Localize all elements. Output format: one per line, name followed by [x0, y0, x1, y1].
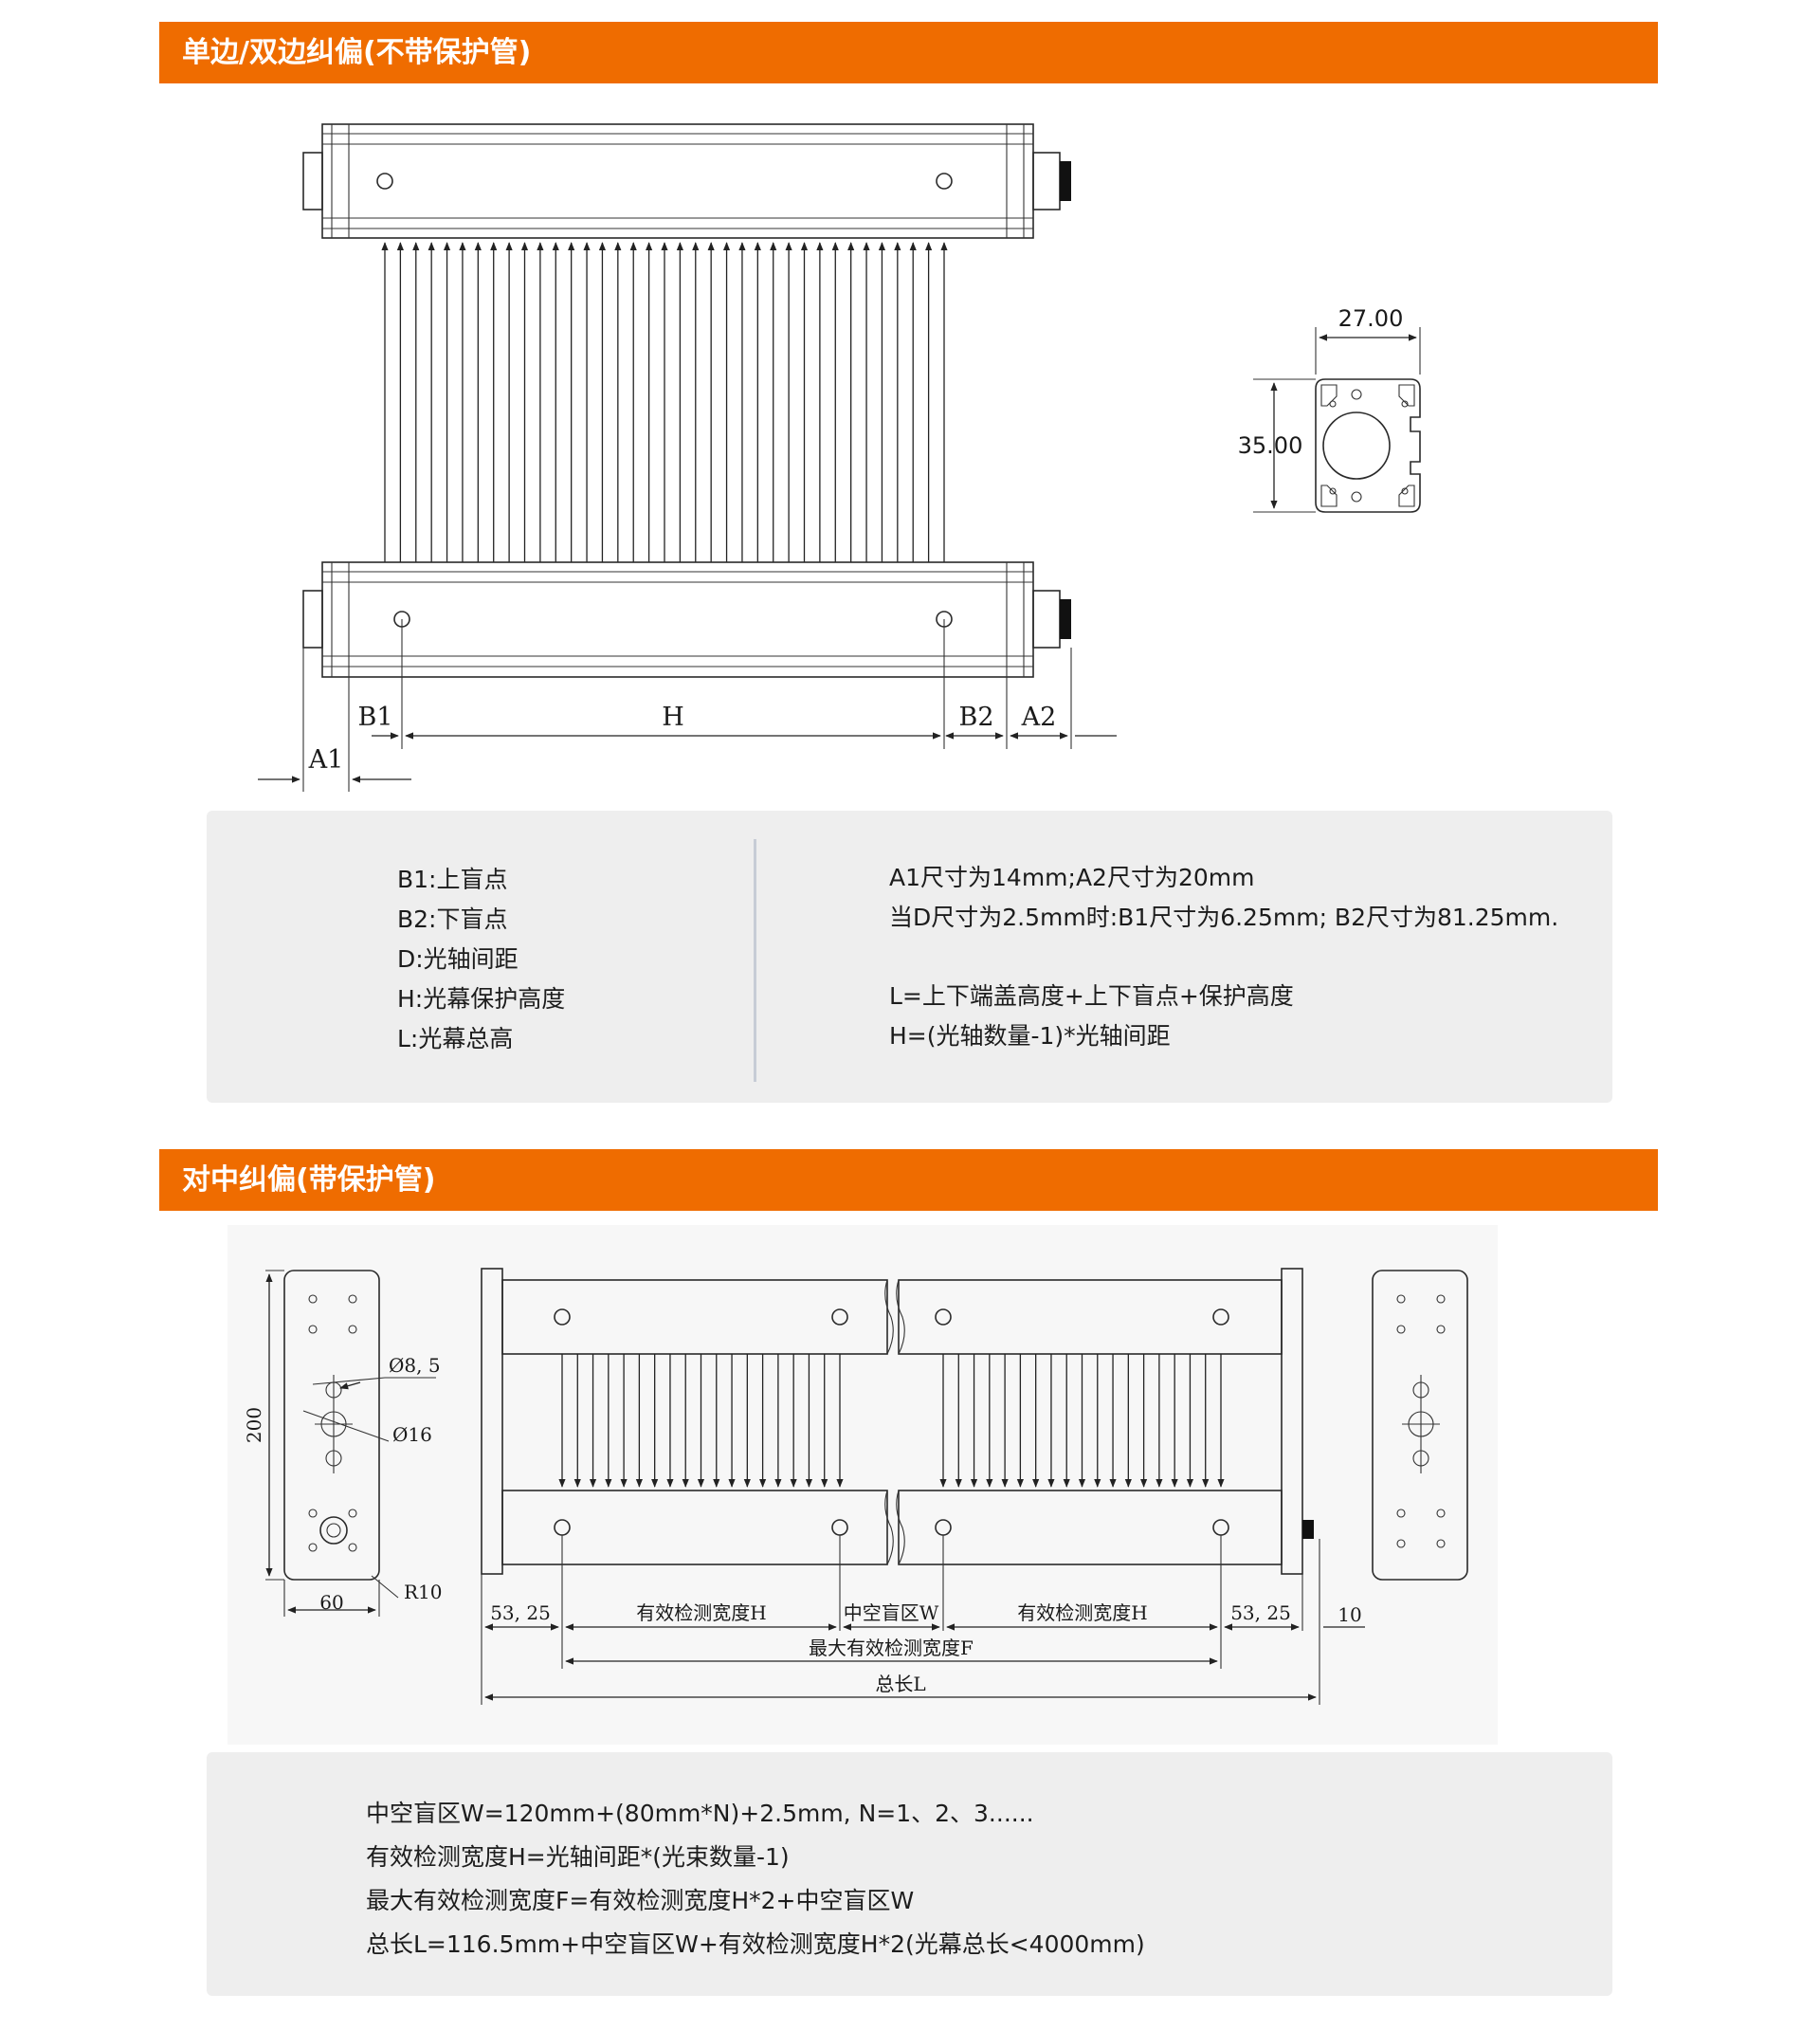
- right-offset-label: 53, 25: [1230, 1601, 1291, 1624]
- effective-width-right-label: 有效检测宽度H: [1017, 1601, 1147, 1624]
- plate-width-label: 60: [319, 1591, 343, 1614]
- left-end-plate: [265, 1270, 436, 1617]
- label-b2: B2: [958, 703, 993, 732]
- light-beams-center: [558, 1354, 1225, 1488]
- single-double-edge-diagram: B1 H B2 A2 A1 27.00 35.00: [258, 123, 1421, 792]
- profile-cross-section: [1253, 327, 1421, 513]
- section2-title: 对中纠偏(带保护管): [182, 1163, 436, 1197]
- left-offset-label: 53, 25: [490, 1601, 551, 1624]
- label-b1: B1: [357, 703, 392, 732]
- note-b1-b2: 当D尺寸为2.5mm时:B1尺寸为6.25mm; B2尺寸为81.25mm.: [889, 904, 1559, 931]
- profile-height-label: 35.00: [1238, 432, 1303, 459]
- total-length-label: 总长L: [875, 1673, 925, 1695]
- dimension-lines: [258, 619, 1117, 792]
- formula-h2: 有效检测宽度H=光轴间距*(光束数量-1): [366, 1843, 790, 1871]
- legend-d: D:光轴间距: [397, 945, 519, 973]
- profile-width-label: 27.00: [1338, 305, 1404, 332]
- section1-title: 单边/双边纠偏(不带保护管): [182, 36, 532, 69]
- dia-large-label: Ø16: [392, 1423, 432, 1446]
- formula-l: L=上下端盖高度+上下盲点+保护高度: [889, 982, 1294, 1010]
- top-light-bar: [302, 123, 1071, 239]
- dia-small-label: Ø8, 5: [389, 1354, 441, 1377]
- section2-info-panel: 中空盲区W=120mm+(80mm*N)+2.5mm, N=1、2、3.....…: [207, 1752, 1612, 1996]
- formula-h: H=(光轴数量-1)*光轴间距: [889, 1022, 1171, 1050]
- section1-header: 单边/双边纠偏(不带保护管): [159, 22, 1658, 83]
- panel-divider: [754, 839, 756, 1082]
- formula-w: 中空盲区W=120mm+(80mm*N)+2.5mm, N=1、2、3.....…: [366, 1800, 1034, 1827]
- section2-header: 对中纠偏(带保护管): [159, 1149, 1658, 1211]
- center-blind-label: 中空盲区W: [844, 1601, 939, 1624]
- bottom-light-bar: [302, 561, 1071, 678]
- section1-info-panel: B1:上盲点 B2:下盲点 D:光轴间距 H:光幕保护高度 L:光幕总高 A1尺…: [207, 811, 1612, 1103]
- frame-dimensions: [481, 1535, 1365, 1705]
- legend-h: H:光幕保护高度: [397, 985, 566, 1013]
- connector-offset-label: 10: [1338, 1603, 1361, 1626]
- radius-label: R10: [404, 1581, 443, 1603]
- main-frame: [481, 1268, 1314, 1575]
- center-correction-diagram: 200 60 Ø8, 5 Ø16 R10: [228, 1225, 1498, 1745]
- note-a1-a2: A1尺寸为14mm;A2尺寸为20mm: [889, 864, 1255, 891]
- plate-height-label: 200: [243, 1407, 265, 1443]
- label-a1: A1: [308, 745, 344, 775]
- legend-l: L:光幕总高: [397, 1025, 514, 1052]
- label-h: H: [662, 703, 684, 732]
- formula-l2: 总长L=116.5mm+中空盲区W+有效检测宽度H*2(光幕总长<4000mm): [366, 1930, 1145, 1958]
- max-width-label: 最大有效检测宽度F: [809, 1637, 974, 1659]
- light-beams: [381, 242, 948, 562]
- effective-width-left-label: 有效检测宽度H: [636, 1601, 766, 1624]
- right-end-plate: [1372, 1270, 1468, 1581]
- formula-f: 最大有效检测宽度F=有效检测宽度H*2+中空盲区W: [366, 1887, 915, 1914]
- label-a2: A2: [1021, 703, 1057, 732]
- legend-b2: B2:下盲点: [397, 905, 508, 933]
- legend-b1: B1:上盲点: [397, 866, 508, 893]
